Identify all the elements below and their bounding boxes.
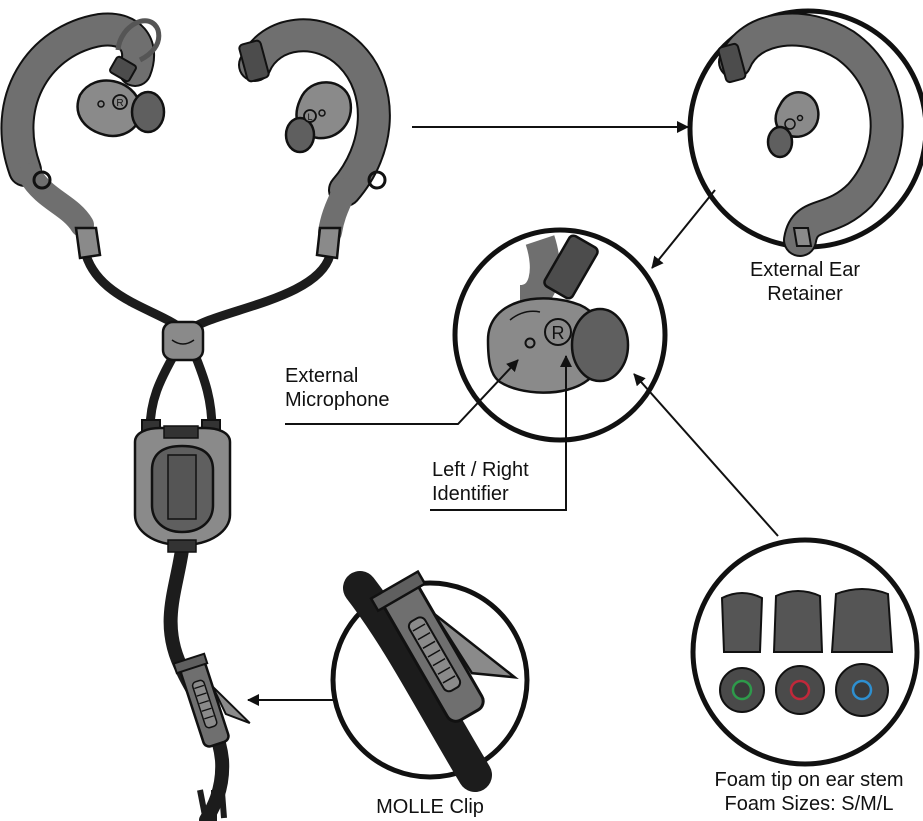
earpiece-right-letter: R <box>116 98 123 109</box>
label-foam-line2: Foam Sizes: S/M/L <box>701 792 917 816</box>
foam-tip-medium <box>774 591 822 652</box>
ear-retainer-detail <box>690 11 923 247</box>
arrow-retainer-to-closeup <box>652 190 715 268</box>
label-left-right-identifier-line1: Left / Right <box>432 458 529 482</box>
label-molle-clip: MOLLE Clip <box>368 795 492 819</box>
foam-tips-detail <box>693 540 917 764</box>
molle-clip-small <box>174 647 253 749</box>
label-left-right-identifier: Left / Right Identifier <box>432 458 529 506</box>
label-external-microphone-line2: Microphone <box>285 388 390 412</box>
control-box <box>135 420 230 552</box>
label-external-ear-retainer: External Ear Retainer <box>740 258 870 306</box>
y-splitter <box>163 322 203 360</box>
foam-ring-large <box>853 681 871 699</box>
foam-ring-medium <box>791 681 809 699</box>
strain-relief-right <box>317 228 340 258</box>
label-left-right-identifier-line2: Identifier <box>432 482 529 506</box>
cable-frayed-end <box>200 790 224 821</box>
foam-tip-large <box>832 589 892 652</box>
label-external-ear-retainer-line1: External Ear <box>740 258 870 282</box>
molle-clip-detail <box>333 556 527 777</box>
label-foam: Foam tip on ear stem Foam Sizes: S/M/L <box>701 768 917 816</box>
label-foam-line1: Foam tip on ear stem <box>701 768 917 792</box>
earpiece-left-letter: L <box>307 112 312 122</box>
label-external-microphone: External Microphone <box>285 364 390 412</box>
label-external-microphone-line1: External <box>285 364 390 388</box>
foam-ring-small <box>733 681 751 699</box>
earpiece-closeup-detail: R <box>455 230 665 440</box>
strain-relief-left <box>76 228 100 258</box>
earpiece-left: L <box>286 82 351 152</box>
foam-tip-small <box>722 593 762 652</box>
label-external-ear-retainer-line2: Retainer <box>740 282 870 306</box>
closeup-letter: R <box>552 323 565 343</box>
arrow-foam-tip <box>634 374 778 536</box>
earpiece-right: R <box>78 81 164 136</box>
